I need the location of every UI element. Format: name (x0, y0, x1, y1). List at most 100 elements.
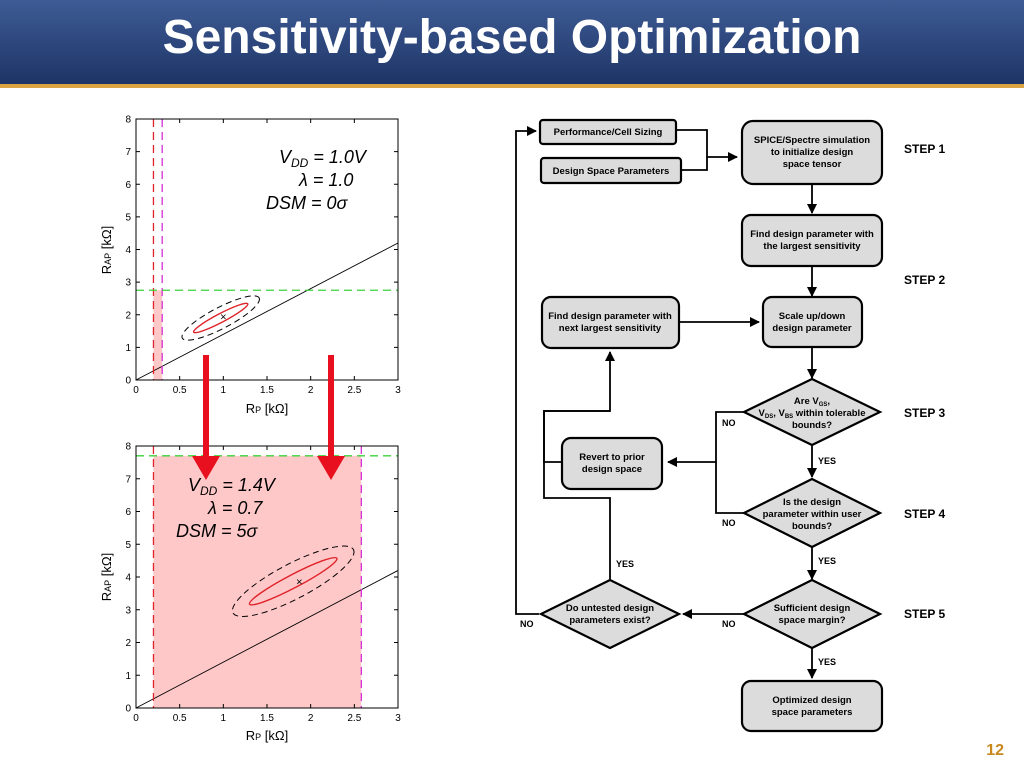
page-number: 12 (986, 742, 1004, 759)
step-3-label: STEP 3 (904, 406, 945, 420)
edge-vgs-no (667, 411, 744, 467)
node-spice-box (740, 119, 884, 186)
node-within-user-diamond (741, 477, 883, 549)
title-accent-rule (0, 84, 1024, 88)
title-banner (0, 0, 1024, 84)
x-tick-labels: 0 0.5 1 1.5 2 2.5 3 (133, 385, 401, 396)
x-tick-label: 1.5 (260, 385, 274, 396)
edge-user-no (715, 462, 744, 514)
y-tick-label: 0 (125, 376, 131, 387)
edge-perf-to-spice (676, 129, 738, 162)
x-tick-label: 2.5 (347, 385, 361, 396)
x-tick-label: 0.5 (173, 713, 187, 724)
step3-no-label: NO (722, 418, 736, 428)
y-tick-label: 5 (125, 212, 131, 223)
node-find-largest-box (740, 213, 884, 268)
x-tick-label: 1.5 (260, 713, 274, 724)
y-tick-label: 8 (125, 115, 131, 126)
step5-yes-label: YES (818, 657, 836, 667)
y-tick-label: 4 (125, 245, 131, 256)
y-tick-label: 2 (125, 638, 131, 649)
x-tick-label: 1 (221, 713, 227, 724)
dsm-annotation: DSM = 0σ (266, 193, 349, 213)
transition-arrows (192, 355, 345, 480)
dsm-annotation: DSM = 5σ (176, 521, 259, 541)
axes-frame (135, 445, 399, 709)
edge-params-to-spice (681, 157, 708, 171)
node-margin-diamond (741, 578, 883, 650)
x-tick-label: 1 (221, 385, 227, 396)
optimization-flowchart: Performance/Cell Sizing Design Space Par… (515, 118, 945, 733)
y-tick-label: 6 (125, 507, 131, 518)
vdd-annotation: VDD = 1.0V (279, 147, 368, 170)
node-design-space-params-label: Design Space Parameters (553, 166, 670, 177)
node-perf-sizing-label: Performance/Cell Sizing (554, 127, 663, 138)
step-5-label: STEP 5 (904, 607, 945, 621)
left-arrow-shaft-icon (203, 355, 209, 457)
y-tick-label: 7 (125, 147, 131, 158)
lambda-annotation: λ = 0.7 (207, 498, 263, 518)
node-optimized-box (740, 679, 884, 733)
outer-ellipse (181, 295, 260, 341)
x-tick-label: 3 (395, 713, 401, 724)
x-tick-label: 2.5 (347, 713, 361, 724)
step4-no-label: NO (722, 518, 736, 528)
y-tick-label: 7 (125, 474, 131, 485)
node-scale-box (761, 295, 864, 349)
step5-no-label: NO (722, 619, 736, 629)
x-tick-label: 3 (395, 385, 401, 396)
outer-ellipse (231, 545, 355, 617)
node-find-next-box (540, 295, 681, 350)
y-tick-label: 0 (125, 704, 131, 715)
x-axis-label: RP [kΩ] (246, 728, 288, 743)
y-tick-label: 4 (125, 573, 131, 584)
x-tick-labels: 0 0.5 1 1.5 2 2.5 3 (133, 713, 401, 724)
untested-no-label: NO (520, 619, 534, 629)
x-tick-label: 0.5 (173, 385, 187, 396)
x-tick-label: 2 (308, 385, 314, 396)
x-tick-label: 2 (308, 713, 314, 724)
y-tick-label: 1 (125, 343, 131, 354)
node-untested-diamond (538, 578, 682, 650)
inner-ellipse (248, 556, 338, 606)
step3-yes-label: YES (818, 456, 836, 466)
edge-untested-no (515, 126, 539, 615)
node-vgs-diamond (741, 377, 883, 447)
lambda-annotation: λ = 1.0 (298, 170, 353, 190)
x-tick-label: 0 (133, 385, 139, 396)
diagonal-boundary-line (135, 242, 399, 381)
node-revert-box (560, 436, 664, 491)
left-arrow-head-icon (192, 456, 220, 480)
y-axis-label: RAP [kΩ] (99, 226, 114, 274)
vdd-annotation: VDD = 1.4V (188, 475, 277, 498)
diagonal-boundary-line (135, 570, 399, 709)
x-tick-label: 0 (133, 713, 139, 724)
y-tick-label: 1 (125, 671, 131, 682)
node-perf-sizing-box (538, 118, 678, 146)
slide-title: Sensitivity-based Optimization (162, 11, 862, 64)
axes-frame (135, 118, 399, 381)
nominal-marker: × (296, 576, 302, 588)
nominal-marker: × (220, 311, 226, 323)
y-axis-label: RAP [kΩ] (99, 553, 114, 601)
node-design-space-params-box (539, 156, 683, 185)
feasible-region (153, 290, 163, 380)
step4-yes-label: YES (818, 556, 836, 566)
x-axis-label: RP [kΩ] (246, 401, 288, 416)
edge-untested-yes (543, 351, 615, 579)
y-tick-label: 3 (125, 605, 131, 616)
step-4-label: STEP 4 (904, 507, 945, 521)
